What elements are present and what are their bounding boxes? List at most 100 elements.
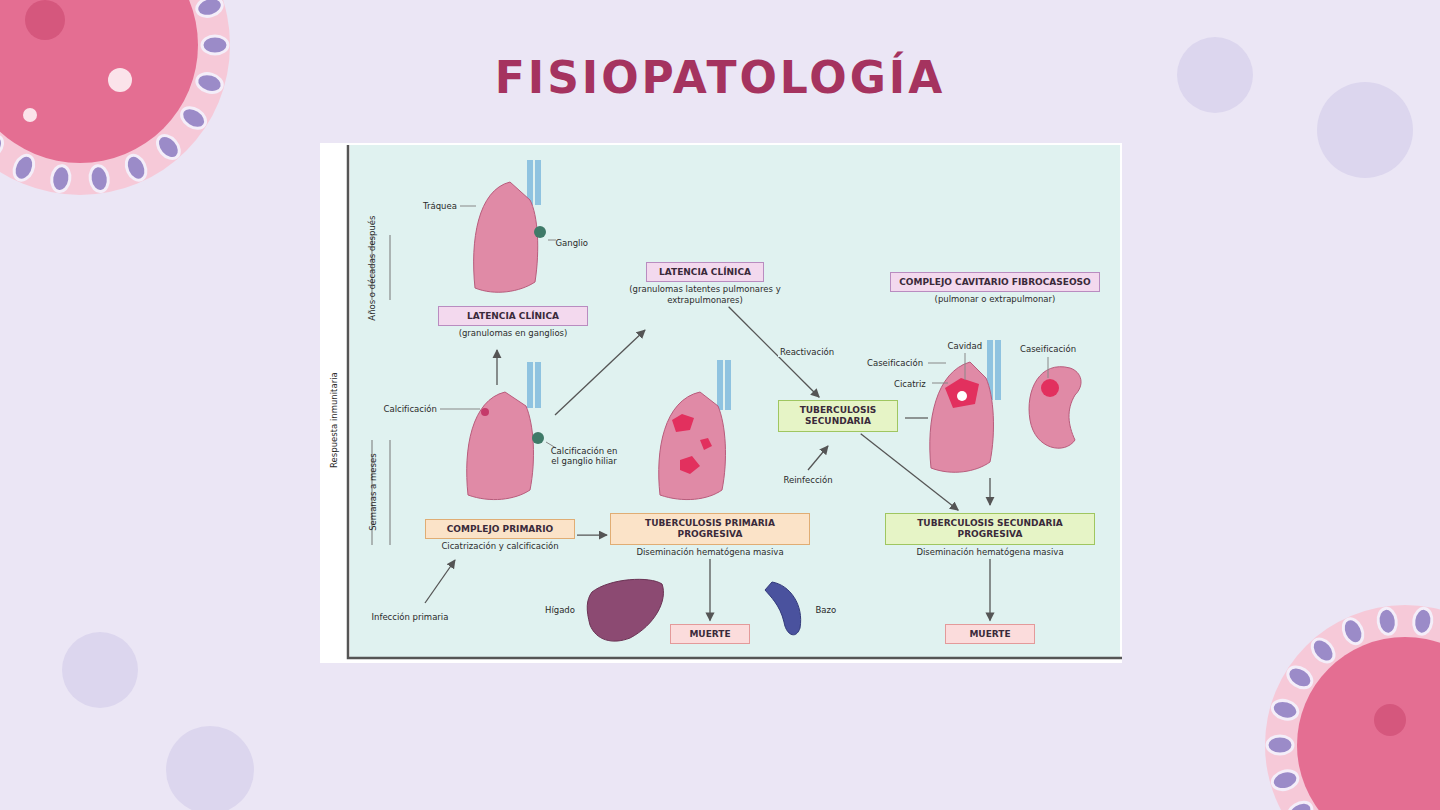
part-label: Respuesta inmunitaria — [329, 372, 339, 468]
virus-spike — [1308, 635, 1339, 666]
arrow — [555, 330, 645, 415]
part-label: Caseificación — [1020, 344, 1076, 354]
cavity — [957, 391, 967, 401]
virus-spike — [10, 152, 37, 183]
lung-lobe — [474, 182, 538, 292]
part-label: Hígado — [545, 605, 575, 615]
part-label: Infección primaria — [372, 612, 449, 622]
box-note: (granulomas en ganglios) — [438, 328, 588, 338]
part-label: Bazo — [816, 605, 837, 615]
faint-virus — [1317, 82, 1413, 178]
process-box: MUERTE — [945, 624, 1035, 645]
virus-spike — [195, 0, 225, 19]
axis — [348, 145, 1122, 658]
part-label: Caseificación — [867, 358, 923, 368]
arrow-connector — [709, 559, 710, 621]
virus-body — [0, 0, 198, 163]
hilar-node — [532, 432, 544, 444]
virus-halo — [1265, 605, 1440, 810]
box-heading: TUBERCULOSIS SECUNDARIA PROGRESIVA — [885, 513, 1095, 545]
box-note: (granulomas latentes pulmonares y extrap… — [610, 284, 800, 304]
leader-line — [460, 206, 556, 240]
virus-spike — [122, 152, 149, 183]
arrow-connector — [989, 559, 990, 621]
part-label: Tráquea — [423, 201, 457, 211]
part-label: Ganglio — [556, 238, 589, 248]
arrow — [989, 478, 990, 505]
slide-title: FISIOPATOLOGÍA — [0, 52, 1440, 103]
faint-virus — [166, 726, 254, 810]
box-heading: COMPLEJO CAVITARIO FIBROCASEOSO — [890, 272, 1100, 293]
trachea — [720, 360, 728, 410]
box-note: Diseminación hematógena masiva — [885, 547, 1095, 557]
virus-spot — [23, 108, 37, 122]
part-label: Cicatriz — [894, 379, 926, 389]
box-heading: LATENCIA CLÍNICA — [646, 262, 764, 283]
leader-line — [1048, 357, 1049, 378]
virus-spikes — [1267, 607, 1440, 810]
virus-spike — [1339, 616, 1366, 647]
box-note: Cicatrización y calcificación — [425, 541, 575, 551]
process-box: COMPLEJO PRIMARIOCicatrización y calcifi… — [425, 519, 575, 552]
box-note: (pulmonar o extrapulmonar) — [890, 294, 1100, 304]
caseous-lesion — [1041, 379, 1059, 397]
process-box: TUBERCULOSIS PRIMARIA PROGRESIVA Disemina… — [610, 513, 810, 557]
faint-viruses — [62, 37, 1413, 810]
virus-spike — [153, 131, 184, 162]
virus-spot — [108, 68, 132, 92]
process-box: LATENCIA CLÍNICA(granulomas en ganglios) — [438, 306, 588, 339]
trachea — [530, 160, 538, 205]
hilar-node — [534, 226, 546, 238]
process-box: TUBERCULOSIS SECUNDARIA PROGRESIVA Disemi… — [885, 513, 1095, 557]
part-label: Semanas a meses — [367, 453, 377, 530]
part-label: Años o décadas después — [367, 216, 377, 321]
virus-spike — [178, 103, 210, 132]
lung — [659, 360, 728, 500]
lung — [460, 160, 556, 292]
kidney — [1029, 367, 1081, 449]
virus-halo — [0, 0, 230, 195]
virus-spike — [88, 164, 110, 192]
arrow — [808, 446, 828, 470]
box-heading: TUBERCULOSIS SECUNDARIA — [778, 400, 898, 432]
box-note: Diseminación hematógena masiva — [610, 547, 810, 557]
process-box: LATENCIA CLÍNICA(granulomas latentes pul… — [610, 262, 800, 305]
process-box: MUERTE — [670, 624, 750, 645]
part-label: Cavidad — [948, 341, 983, 351]
spleen — [765, 582, 801, 635]
lung-lobe — [930, 362, 994, 472]
virus-spike — [1412, 607, 1434, 635]
lung — [905, 340, 1081, 472]
trachea — [990, 340, 998, 400]
arrow-connector — [577, 534, 607, 535]
part-label: Reinfección — [784, 475, 833, 485]
arrow — [425, 560, 455, 603]
liver — [587, 579, 663, 641]
ghon-focus — [481, 408, 489, 416]
box-heading: MUERTE — [670, 624, 750, 645]
virus-spike — [195, 71, 225, 96]
virus-spike — [1284, 663, 1316, 692]
process-box: TUBERCULOSIS SECUNDARIA — [778, 400, 898, 432]
caseous-lesion — [945, 378, 979, 408]
part-label: Calcificación — [384, 404, 437, 414]
virus-spike — [1270, 768, 1300, 793]
virus-spike — [1267, 736, 1293, 754]
virus-body — [1297, 637, 1440, 810]
lung-lobe — [467, 392, 534, 500]
part-label: Calcificación en el ganglio hiliar — [548, 446, 620, 466]
virus-spot — [25, 0, 65, 40]
virus-spike — [50, 164, 72, 192]
link-line — [905, 417, 928, 418]
virus-spike — [0, 131, 7, 162]
arrow — [496, 350, 497, 385]
edge-label: Reactivación — [778, 347, 836, 357]
box-heading: TUBERCULOSIS PRIMARIA PROGRESIVA — [610, 513, 810, 545]
box-heading: LATENCIA CLÍNICA — [438, 306, 588, 327]
virus-spike — [1270, 697, 1300, 722]
box-heading: COMPLEJO PRIMARIO — [425, 519, 575, 540]
virus-spike — [202, 36, 228, 54]
leader-line — [440, 409, 556, 448]
virus-spot — [1374, 704, 1406, 736]
